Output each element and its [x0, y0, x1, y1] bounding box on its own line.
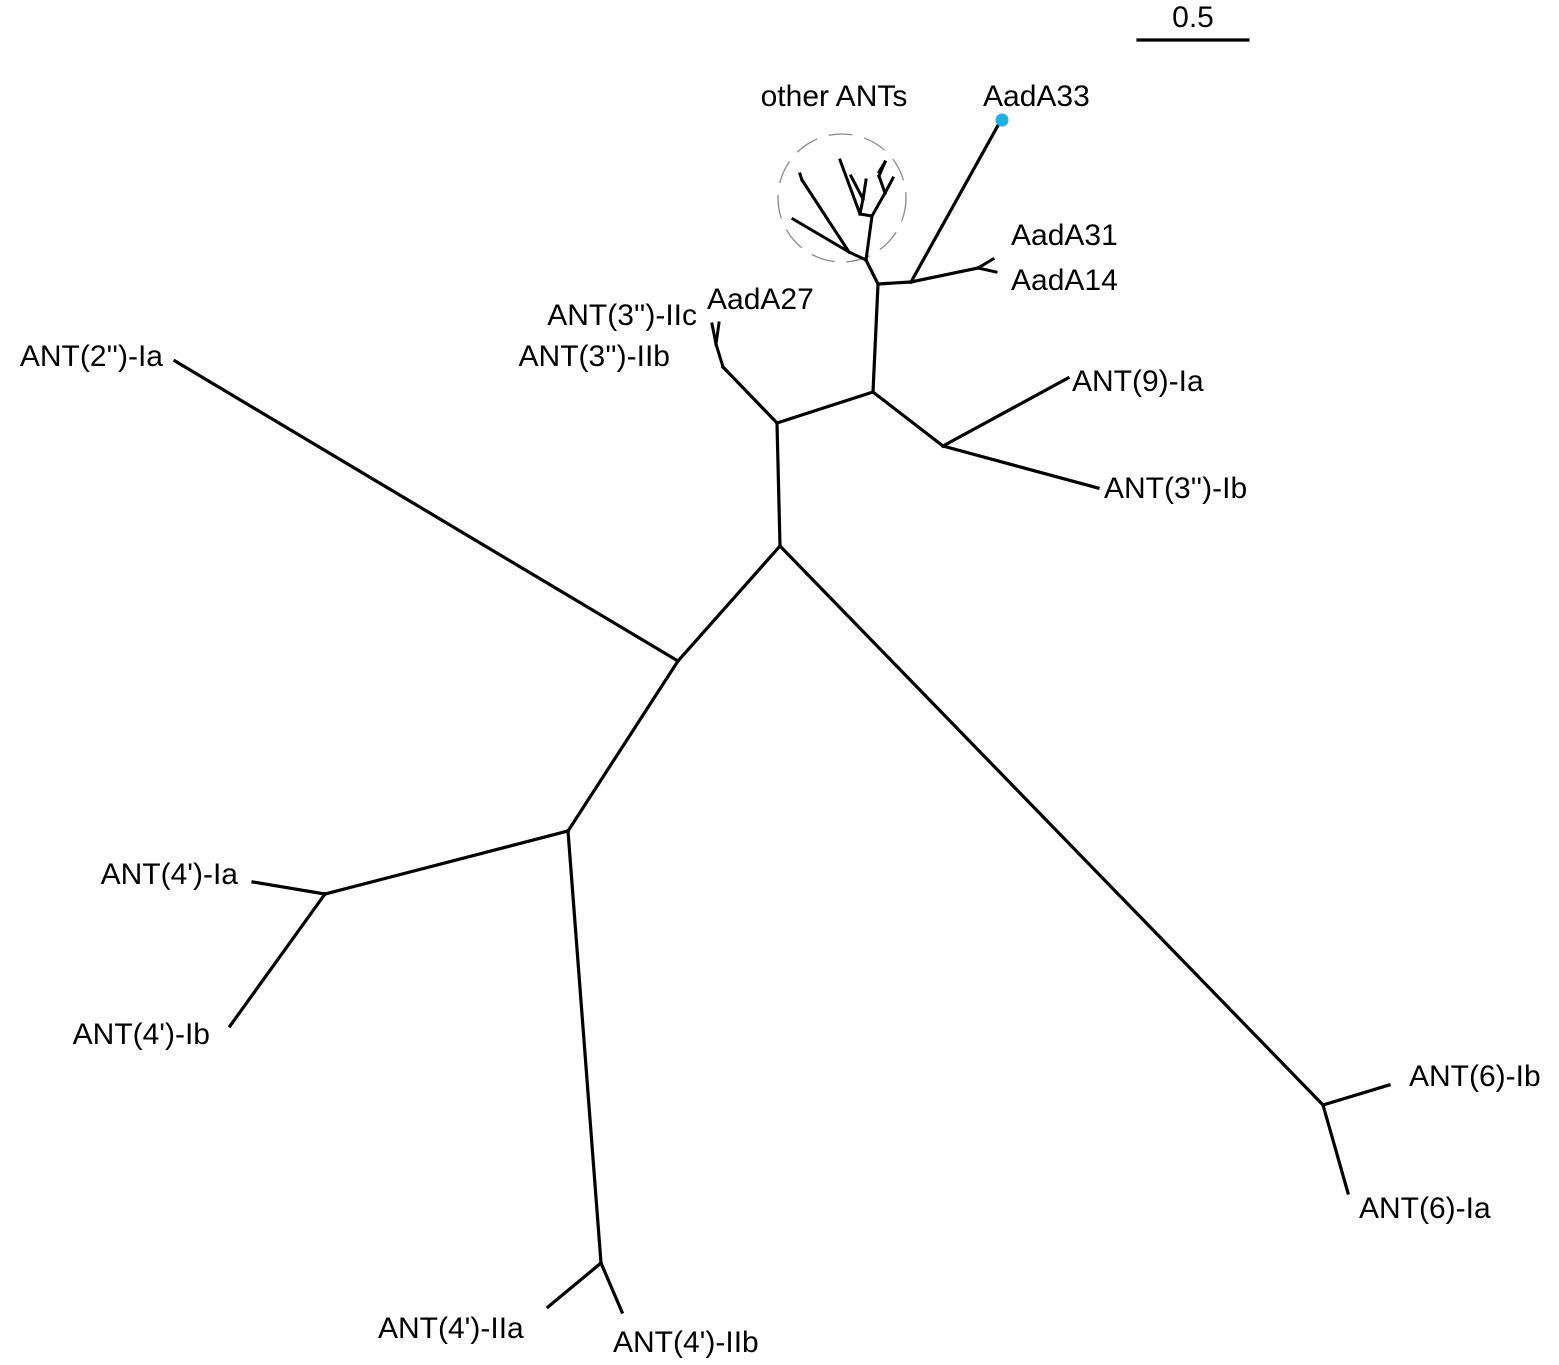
taxon-label-ant9-ia: ANT(9)-Ia: [1072, 365, 1204, 398]
clade-ant6: [1321, 1083, 1391, 1195]
clade-ant9-ant3ib: [940, 375, 1100, 490]
scale-bar-label: 0.5: [1172, 1, 1214, 34]
branch-ant4-ia: [251, 880, 327, 896]
branch-other-ants: [863, 257, 881, 287]
branch-other-leaf-9: [876, 159, 888, 175]
taxon-label-ant4-ia: ANT(4')-Ia: [101, 858, 239, 891]
branch-other-leaf-1: [790, 216, 852, 255]
branch-ant9-ant3ib-clade: [870, 389, 946, 449]
branch-other-node-e: [869, 190, 888, 219]
tree-backbone: [172, 257, 1326, 1108]
branch-aada31: [975, 256, 996, 271]
branch-other-node-c: [858, 212, 874, 218]
aada33-highlight-marker: [995, 113, 1009, 127]
taxon-label-ant6-ia: ANT(6)-Ia: [1359, 1192, 1491, 1225]
taxon-label-ant4-iia: ANT(4')-IIa: [378, 1312, 524, 1345]
taxon-label-aada27: AadA27: [707, 283, 814, 316]
taxon-label-aada33: AadA33: [983, 80, 1090, 113]
branch-ant4-iia: [545, 1260, 604, 1310]
branch-other-leaf-4: [848, 173, 866, 202]
branch-aada14: [976, 266, 998, 274]
clade-aada: [908, 113, 1009, 285]
branch-aada33-clade: [876, 280, 913, 286]
branch-ant9-ia: [940, 375, 1071, 449]
clade-ant3-ii: [710, 321, 725, 369]
branch-aada33: [908, 117, 1004, 285]
branch-other-leaf-2: [799, 177, 852, 255]
branch-root-left: [675, 543, 783, 664]
branch-aada-clade: [871, 282, 880, 394]
taxon-label-ant4-iib: ANT(4')-IIb: [613, 1326, 759, 1359]
branch-other-node-d: [858, 197, 865, 216]
taxon-labels: other ANTs AadA33 AadA31 AadA14 AadA27 A…: [20, 80, 1541, 1359]
branch-other-leaf-3: [838, 158, 862, 216]
branch-root-ant6: [777, 543, 1326, 1108]
branch-other-node-b: [864, 214, 874, 262]
taxon-label-ant2-ia: ANT(2'')-Ia: [20, 340, 163, 373]
taxon-label-ant4-ib: ANT(4')-Ib: [73, 1018, 210, 1051]
branch-ant6-ib: [1321, 1083, 1391, 1107]
taxon-label-ant3-iib: ANT(3'')-IIb: [519, 340, 670, 373]
branch-other-node-a: [847, 250, 868, 262]
branch-ant4-i-clade: [323, 829, 570, 896]
branch-other-leaf-6: [877, 174, 887, 195]
branch-ant3-ii-clade: [720, 364, 780, 426]
scale-bar: 0.5: [1136, 1, 1250, 42]
other-ants-group-outline: [777, 133, 907, 263]
taxon-label-ant3-ib: ANT(3'')-Ib: [1104, 472, 1247, 505]
branch-upper-right: [774, 389, 876, 426]
other-ants-label: other ANTs: [761, 80, 908, 113]
branch-ant4-iib: [598, 1260, 625, 1315]
branch-ant4-ii-clade: [566, 829, 603, 1265]
taxon-label-ant6-ib: ANT(6)-Ib: [1409, 1060, 1541, 1093]
branch-other-leaf-5: [861, 178, 868, 201]
taxon-label-aada31: AadA31: [1011, 219, 1118, 252]
branch-other-leaf-2-tip: [798, 172, 804, 182]
branch-ant3-iib: [714, 342, 725, 369]
branch-ant4-clade: [565, 658, 681, 834]
branch-root-up: [775, 421, 782, 548]
branch-ant2-ia: [172, 358, 681, 664]
taxon-label-aada14: AadA14: [1011, 264, 1118, 297]
branch-ant4-ib: [227, 891, 328, 1029]
branch-aada31-aada14: [909, 266, 980, 284]
branch-other-leaf-7: [882, 175, 896, 196]
clade-ant4: [227, 829, 625, 1315]
taxon-label-ant3-iic: ANT(3'')-IIc: [547, 299, 697, 332]
branch-ant6-ia: [1321, 1103, 1350, 1195]
branch-aada27: [714, 321, 721, 346]
branch-ant3-ib: [941, 444, 1100, 490]
clade-other-ants: [777, 133, 907, 263]
